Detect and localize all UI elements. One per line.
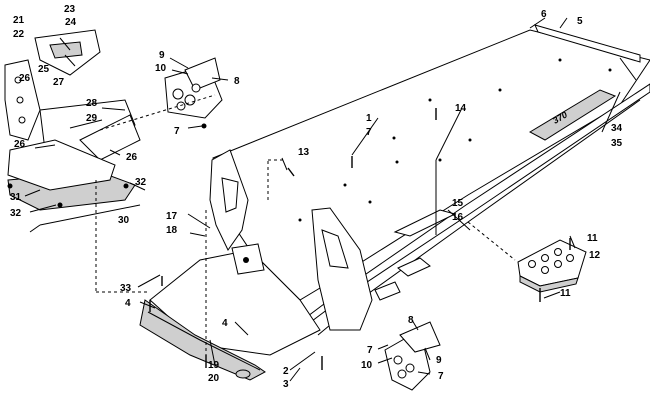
callout-27: 27: [53, 77, 65, 88]
callout-2: 2: [283, 366, 289, 377]
callout-4a: 4: [125, 298, 131, 309]
callout-1: 1: [366, 113, 372, 124]
callout-21: 21: [13, 15, 25, 26]
callout-29: 29: [86, 113, 98, 124]
callout-5: 5: [577, 16, 583, 27]
callout-labels: 1 2 3 4 4 5 6 7 7 7 7 8 8 9 9 10 10 11 1…: [10, 4, 623, 390]
callout-33: 33: [120, 283, 132, 294]
callout-6: 6: [541, 9, 547, 20]
callout-7d: 7: [438, 371, 444, 382]
callout-14: 14: [455, 103, 467, 114]
callout-8b: 8: [408, 315, 414, 326]
callout-12: 12: [589, 250, 601, 261]
callout-34: 34: [611, 123, 623, 134]
callout-7a: 7: [366, 127, 372, 138]
callout-20: 20: [208, 373, 220, 384]
callout-13: 13: [298, 147, 310, 158]
callout-3: 3: [283, 379, 289, 390]
left-bracket-cluster: [4, 29, 141, 211]
rivets: [298, 58, 612, 222]
callout-16: 16: [452, 212, 464, 223]
callout-22: 22: [13, 29, 25, 40]
callout-7b: 7: [174, 126, 180, 137]
callout-26b: 26: [14, 139, 26, 150]
callout-4b: 4: [222, 318, 228, 329]
callout-17: 17: [166, 211, 178, 222]
callout-35: 35: [611, 138, 623, 149]
callout-9a: 9: [159, 50, 165, 61]
callout-18: 18: [166, 225, 178, 236]
callout-9b: 9: [436, 355, 442, 366]
callout-32a: 32: [135, 177, 147, 188]
tunnel-assembly: 370: [139, 24, 650, 381]
callout-32b: 32: [10, 208, 22, 219]
callout-7c: 7: [367, 345, 373, 356]
footrest-bracket-upper: [164, 57, 223, 129]
callout-8a: 8: [234, 76, 240, 87]
callout-24: 24: [65, 17, 77, 28]
callout-30: 30: [118, 215, 130, 226]
callout-15: 15: [452, 198, 464, 209]
leader-lines: [24, 17, 621, 382]
callout-26c: 26: [126, 152, 138, 163]
footrest-bracket-lower: [384, 321, 441, 391]
callout-11b: 11: [560, 288, 571, 299]
callout-23: 23: [64, 4, 76, 15]
callout-28: 28: [86, 98, 98, 109]
callout-10b: 10: [361, 360, 373, 371]
footrest-plate: [517, 239, 587, 293]
callout-11a: 11: [587, 233, 598, 244]
callout-26a: 26: [19, 73, 31, 84]
callout-19: 19: [208, 360, 220, 371]
callout-10a: 10: [155, 63, 167, 74]
callout-31: 31: [10, 192, 22, 203]
callout-25: 25: [38, 64, 50, 75]
